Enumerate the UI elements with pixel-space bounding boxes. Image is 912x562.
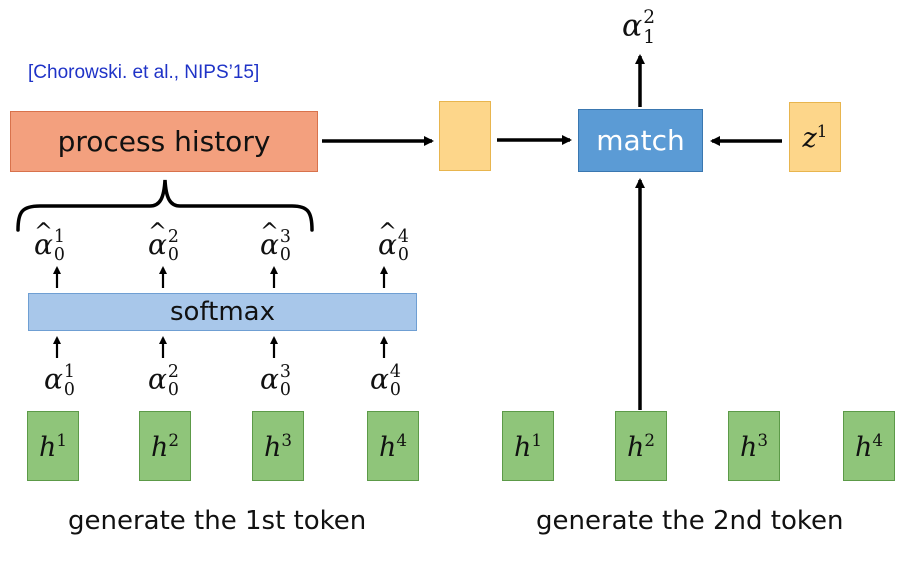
- encoder-state-box: h3: [252, 411, 304, 481]
- match-label: match: [596, 124, 685, 157]
- encoder-state-box: h4: [367, 411, 419, 481]
- encoder-state-box: h3: [728, 411, 780, 481]
- curly-brace: [16, 179, 314, 232]
- encoder-state-box: h2: [139, 411, 191, 481]
- process-history-box: process history: [10, 111, 318, 172]
- softmax-bar: softmax: [28, 293, 417, 331]
- encoder-state-box: h2: [615, 411, 667, 481]
- encoder-state-box: h4: [843, 411, 895, 481]
- softmax-label: softmax: [170, 297, 275, 327]
- z-box: z1: [789, 102, 841, 172]
- caption-second-token: generate the 2nd token: [536, 506, 844, 536]
- match-box: match: [578, 109, 703, 172]
- citation-text: [Chorowski. et al., NIPS’15]: [28, 62, 260, 83]
- z-label: z1: [802, 120, 828, 154]
- context-vector-box: [439, 101, 491, 171]
- encoder-state-box: h1: [502, 411, 554, 481]
- encoder-state-box: h1: [27, 411, 79, 481]
- caption-first-token: generate the 1st token: [68, 506, 367, 536]
- process-history-label: process history: [57, 125, 271, 158]
